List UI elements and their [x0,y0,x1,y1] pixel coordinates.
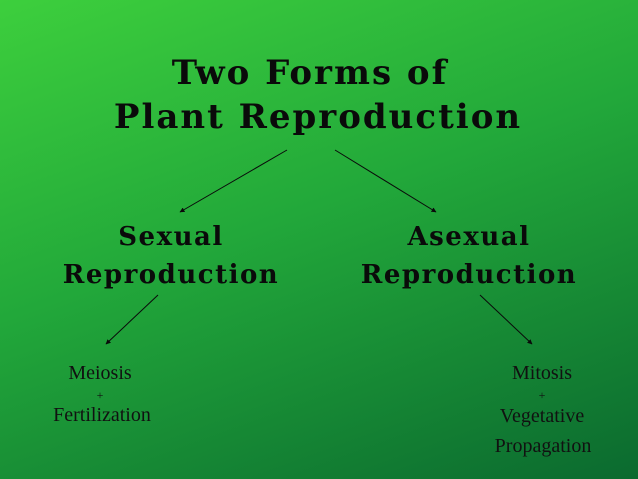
title-line-1: Two Forms of [171,53,449,93]
fertilization-label: Fertilization [53,404,151,426]
arrow-asexual-to-mitosis [479,294,533,345]
sexual-plus-sign: + [96,388,104,402]
vegetative-label: Vegetative [499,405,585,427]
meiosis-label: Meiosis [68,362,132,384]
title-line-2: Plant Reproduction [113,97,523,137]
asexual-plus-sign: + [538,388,546,402]
arrow-title-to-asexual [334,149,437,213]
asexual-heading-line-2: Reproduction [360,260,578,290]
arrow-sexual-to-meiosis [105,294,159,345]
arrow-title-to-sexual [179,149,288,213]
sexual-heading-line-2: Reproduction [62,260,280,290]
asexual-heading-line-1: Asexual [407,222,531,252]
sexual-heading-line-1: Sexual [118,222,224,252]
mitosis-label: Mitosis [511,362,573,384]
propagation-label: Propagation [494,435,592,457]
